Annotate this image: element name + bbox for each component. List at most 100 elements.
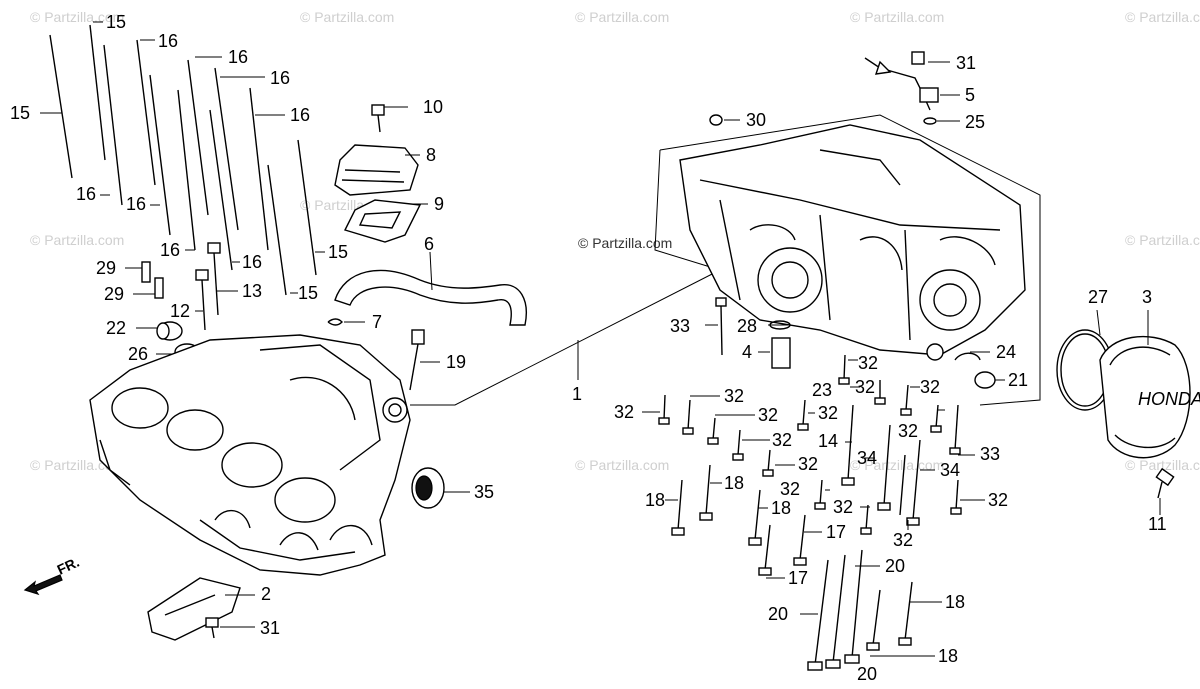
- breather-hose-6: [327, 251, 527, 326]
- callout-8: 8: [426, 145, 436, 165]
- callout-28: 28: [737, 316, 757, 336]
- callout-26: 26: [128, 344, 148, 364]
- callout-18: 18: [724, 473, 744, 493]
- watermark: © Partzilla.com: [1125, 232, 1200, 248]
- callout-32: 32: [893, 530, 913, 550]
- callout-16: 16: [290, 105, 310, 125]
- callout-12: 12: [170, 301, 190, 321]
- callout-14: 14: [818, 431, 838, 451]
- callout-30: 30: [746, 110, 766, 130]
- callout-34: 34: [857, 448, 877, 468]
- callout-34: 34: [940, 460, 960, 480]
- callout-22: 22: [106, 318, 126, 338]
- callout-13: 13: [242, 281, 262, 301]
- top-right-small-parts: [709, 51, 960, 126]
- callout-10: 10: [423, 97, 443, 117]
- callout-1: 1: [572, 384, 582, 404]
- watermark: © Partzilla.com: [850, 9, 944, 25]
- watermark: © Partzilla.com: [578, 235, 672, 251]
- callout-35: 35: [474, 482, 494, 502]
- callout-25: 25: [965, 112, 985, 132]
- callout-33: 33: [980, 444, 1000, 464]
- watermark: © Partzilla.com: [30, 9, 124, 25]
- callout-16: 16: [270, 68, 290, 88]
- dowel-pins-29: [125, 261, 164, 299]
- watermark: © Partzilla.com: [1125, 457, 1200, 473]
- callout-18: 18: [945, 592, 965, 612]
- callout-32: 32: [724, 386, 744, 406]
- breather-cover-8-9-10: [334, 104, 428, 243]
- callout-32: 32: [988, 490, 1008, 510]
- callout-17: 17: [788, 568, 808, 588]
- callout-20: 20: [885, 556, 905, 576]
- bolt-19: [409, 329, 440, 391]
- callout-15: 15: [298, 283, 318, 303]
- callout-2: 2: [261, 584, 271, 604]
- callout-7: 7: [372, 312, 382, 332]
- stud-leaders: [40, 21, 325, 294]
- callout-16: 16: [76, 184, 96, 204]
- svg-text:HONDA: HONDA: [1138, 389, 1200, 409]
- callout-23: 23: [812, 380, 832, 400]
- stud-bolts: [49, 24, 317, 296]
- callout-16: 16: [158, 31, 178, 51]
- center-small-parts: [705, 297, 1005, 389]
- upper-crankcase: [89, 334, 411, 576]
- bearing-holder-2: [147, 577, 255, 641]
- watermark: © Partzilla.com: [1125, 9, 1200, 25]
- callout-15: 15: [10, 103, 30, 123]
- callout-16: 16: [126, 194, 146, 214]
- callout-18: 18: [645, 490, 665, 510]
- watermark: © Partzilla.com: [850, 457, 944, 473]
- callout-16: 16: [160, 240, 180, 260]
- leader-part-1: [410, 269, 721, 406]
- callout-labels: 15 15 16 16 16 16 16 16 16 16 15 15 29 2…: [10, 12, 1167, 684]
- callout-17: 17: [826, 522, 846, 542]
- callout-32: 32: [614, 402, 634, 422]
- callout-32: 32: [818, 403, 838, 423]
- callout-33: 33: [670, 316, 690, 336]
- callout-9: 9: [434, 194, 444, 214]
- callout-16: 16: [242, 252, 262, 272]
- watermark: © Partzilla.com: [30, 232, 124, 248]
- callout-31: 31: [260, 618, 280, 638]
- callout-32: 32: [758, 405, 778, 425]
- callout-20: 20: [768, 604, 788, 624]
- callout-3: 3: [1142, 287, 1152, 307]
- callout-32: 32: [898, 421, 918, 441]
- watermark: © Partzilla.com: [575, 9, 669, 25]
- callout-5: 5: [965, 85, 975, 105]
- callout-19: 19: [446, 352, 466, 372]
- callout-16: 16: [228, 47, 248, 67]
- callout-6: 6: [424, 234, 434, 254]
- bolt-leaders: [642, 359, 985, 657]
- callout-18: 18: [771, 498, 791, 518]
- callout-4: 4: [742, 342, 752, 362]
- lower-crankcase: [654, 114, 1041, 406]
- callout-29: 29: [96, 258, 116, 278]
- callout-11: 11: [1148, 514, 1167, 534]
- watermark: © Partzilla.com: [300, 9, 394, 25]
- callout-15: 15: [106, 12, 126, 32]
- bearing-35: [411, 467, 470, 509]
- callout-32: 32: [780, 479, 800, 499]
- callout-18: 18: [938, 646, 958, 666]
- front-label: FR.: [55, 554, 82, 578]
- callout-29: 29: [104, 284, 124, 304]
- watermark: © Partzilla.com: [575, 457, 669, 473]
- crankcase-bolts: [658, 354, 962, 671]
- callout-32: 32: [833, 497, 853, 517]
- callout-24: 24: [996, 342, 1016, 362]
- callout-15: 15: [328, 242, 348, 262]
- callout-27: 27: [1088, 287, 1108, 307]
- callout-32: 32: [920, 377, 940, 397]
- callout-20: 20: [857, 664, 877, 684]
- callout-21: 21: [1008, 370, 1028, 390]
- callout-32: 32: [772, 430, 792, 450]
- side-cover-3: HONDA: [1056, 309, 1200, 515]
- front-direction-arrow: FR.: [23, 554, 82, 596]
- bolt-12-13: [195, 242, 238, 331]
- callout-32: 32: [798, 454, 818, 474]
- callout-31: 31: [956, 53, 976, 73]
